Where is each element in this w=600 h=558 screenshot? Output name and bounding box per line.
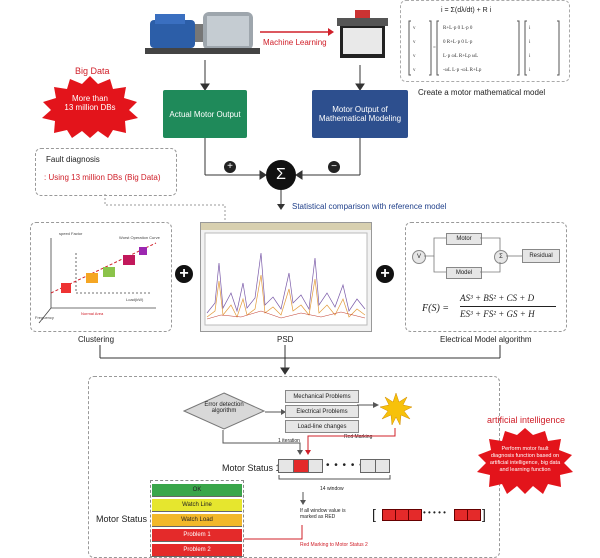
status-watch-line: Watch Line (152, 499, 242, 512)
mechanical-problems: Mechanical Problems (285, 390, 359, 403)
ml-arrow (260, 28, 334, 36)
svg-text:i: i (529, 54, 531, 59)
worst-curve-label: Worst Operation Curve (119, 235, 161, 240)
pump-motor-image (145, 0, 265, 60)
psd-plot (201, 223, 371, 326)
warning-burst-icon (379, 392, 413, 426)
transfer-denominator: ES³ + FS² + GS + H (460, 309, 535, 319)
svg-text:v: v (413, 40, 416, 45)
normal-area-label: Normal Area (81, 311, 104, 316)
model-block: Model (446, 267, 482, 279)
svg-text:v: v (413, 54, 416, 59)
electrical-wires (424, 237, 522, 273)
motor-block: Motor (446, 233, 482, 245)
svg-text:i: i (529, 40, 531, 45)
svg-text:L·p ωL R+Lp ωL: L·p ωL R+Lp ωL (443, 54, 478, 59)
sigma-arrow (277, 190, 285, 210)
red-marking-label: Red Marking (344, 434, 373, 440)
status-problem-1: Problem 1 (152, 529, 242, 542)
if-all-label: If all window value is marked as RED (300, 508, 346, 520)
big-data-title: Big Data (75, 66, 110, 76)
svg-text:R+L·p 0 L·p 0: R+L·p 0 L·p 0 (443, 26, 473, 31)
window-brace (278, 475, 391, 480)
residual-block: Residual (522, 249, 560, 263)
svg-text:v: v (413, 68, 416, 73)
svg-text:0 R+L·p 0 L·p: 0 R+L·p 0 L·p (443, 40, 473, 45)
iteration-label: 1 iteration (278, 438, 300, 444)
fraction-bar (460, 306, 556, 307)
statistical-comparison-label: Statistical comparison with reference mo… (292, 202, 447, 211)
electrical-panel: Motor Model V Σ Residual F(S) = AS³ + BS… (405, 222, 567, 332)
psd-label: PSD (277, 335, 294, 344)
diamond-arrows (265, 409, 286, 415)
electrical-problems: Electrical Problems (285, 405, 359, 418)
ai-title: artificial intelligence (487, 415, 566, 425)
motor-status-2-label: Motor Status 2 (96, 514, 155, 524)
status-ok: OK (152, 484, 242, 497)
svg-text:-ωL L·p -ωL R+Lp: -ωL L·p -ωL R+Lp (443, 68, 482, 73)
burst-arrow (357, 402, 379, 408)
status1-dots: • • • • • (326, 460, 364, 471)
sum-node: Σ (494, 250, 508, 264)
matrix-equations: v v v v = R+L·p 0 L·p 0 0 R+L·p 0 L·p L·p ωL… (408, 20, 560, 76)
status2-dots: • • • • • (423, 508, 446, 517)
plus-sign: + (224, 161, 236, 173)
clustering-label: Clustering (78, 335, 115, 344)
fault-diagnosis-subtitle: : Using 13 million DBs (Big Data) (44, 173, 161, 182)
ai-badge: Perform motor fault diagnosis function b… (475, 428, 575, 494)
red-marking-2-label: Red Marking to Motor Status 2 (300, 542, 368, 548)
svg-text:i: i (529, 26, 531, 31)
transfer-fs-label: F(S) = (422, 303, 450, 314)
window-arrow (300, 492, 306, 505)
electrical-label: Electrical Model algorithm (440, 335, 532, 344)
fault-connector (104, 194, 226, 222)
status1-arrows (222, 428, 396, 455)
minus-sign: − (328, 161, 340, 173)
math-model-box: i = Σ(dλ/dt) + R i v v v v = R+L·p 0 L·p 0 0… (400, 0, 570, 82)
status-problem-2: Problem 2 (152, 544, 242, 557)
svg-text:=: = (433, 46, 436, 51)
plus-icon-left: + (175, 265, 193, 283)
svg-text:i: i (529, 68, 531, 73)
error-detection-text: Error detection algorithm (204, 402, 244, 414)
fault-diagnosis-box: Fault diagnosis : Using 13 million DBs (… (35, 148, 177, 196)
transfer-numerator: AS³ + BS² + CS + D (460, 293, 535, 303)
load-axis-label: Load(kW) (126, 297, 144, 302)
clustering-plot: speed Factor Worst Operation Curve Frequ… (35, 231, 161, 324)
sigma-node: Σ (266, 160, 296, 190)
model-motor-image (335, 10, 390, 65)
status-watch-load: Watch Load (152, 514, 242, 527)
status-stack: OK Watch Line Watch Load Problem 1 Probl… (150, 480, 244, 557)
status1-window (278, 459, 323, 473)
plus-icon-right: + (376, 265, 394, 283)
window-label: 14 window (320, 486, 344, 492)
speed-axis-label: speed Factor (59, 231, 83, 236)
clustering-panel: speed Factor Worst Operation Curve Frequ… (30, 222, 172, 332)
machine-learning-label: Machine Learning (263, 38, 327, 47)
fault-diagnosis-title: Fault diagnosis (46, 155, 100, 164)
status1-window-end (360, 459, 390, 473)
red-marking-2-arrow (220, 525, 303, 540)
svg-text:v: v (413, 26, 416, 31)
math-equation-top: i = Σ(dλ/dt) + R i (441, 7, 492, 14)
status2-window: [ • • • • • ] (372, 506, 486, 522)
error-detection-diamond: Error detection algorithm (182, 392, 266, 430)
merge-arrows (99, 345, 501, 375)
model-output-box: Motor Output of Mathematical Modeling (312, 90, 408, 138)
big-data-badge-text: More than 13 million DBs (64, 94, 116, 112)
flow-arrows-top (200, 60, 365, 180)
v-node: V (412, 250, 426, 264)
psd-panel (200, 222, 372, 332)
motor-status-1-label: Motor Status 1 (222, 463, 281, 473)
frequency-axis-label: Frequency (35, 315, 54, 320)
big-data-badge: More than 13 million DBs (40, 76, 140, 138)
create-model-label: Create a motor mathematical model (418, 88, 546, 97)
load-line-changes: Load-line changes (285, 420, 359, 433)
actual-motor-output-box: Actual Motor Output (163, 90, 247, 138)
ai-badge-text: Perform motor fault diagnosis function b… (489, 446, 561, 474)
